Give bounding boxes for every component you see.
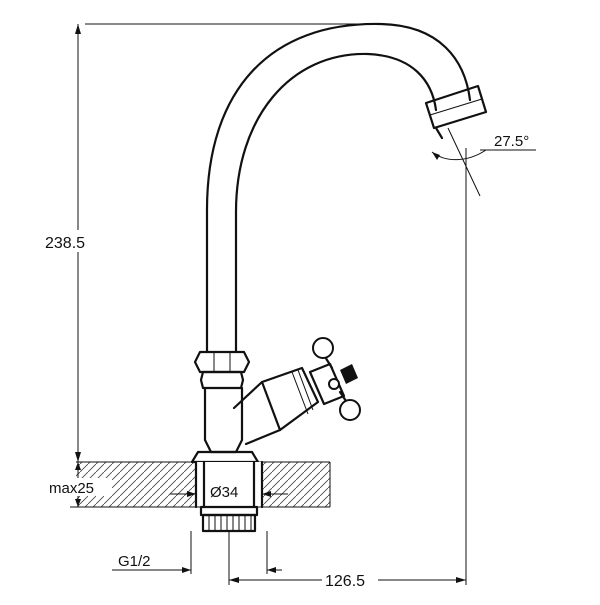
hole-diameter-label: Ø34 xyxy=(210,484,238,501)
valve-body xyxy=(190,366,320,464)
extension-lines xyxy=(85,23,467,585)
body-nut xyxy=(193,350,251,374)
cross-handle xyxy=(308,337,361,421)
dimension-hole-diameter: Ø34 xyxy=(170,482,288,501)
aerator-nozzle xyxy=(424,84,488,140)
dimension-angle: 27.5° xyxy=(431,127,536,197)
countertop-section xyxy=(76,461,331,508)
threaded-tail xyxy=(201,513,257,533)
reach-label: 126.5 xyxy=(325,573,365,590)
counter-max-label: max25 xyxy=(49,480,94,497)
dimension-height: 238.5 xyxy=(44,24,106,462)
thread-label: G1/2 xyxy=(118,553,151,570)
angle-label: 27.5° xyxy=(494,133,529,150)
dimension-counter-thickness: max25 xyxy=(46,462,112,508)
dimension-reach: 126.5 xyxy=(229,570,466,590)
spout xyxy=(205,22,488,354)
dimension-thread: G1/2 xyxy=(112,553,282,573)
cartridge-housing xyxy=(232,366,320,446)
height-label: 238.5 xyxy=(45,235,85,252)
